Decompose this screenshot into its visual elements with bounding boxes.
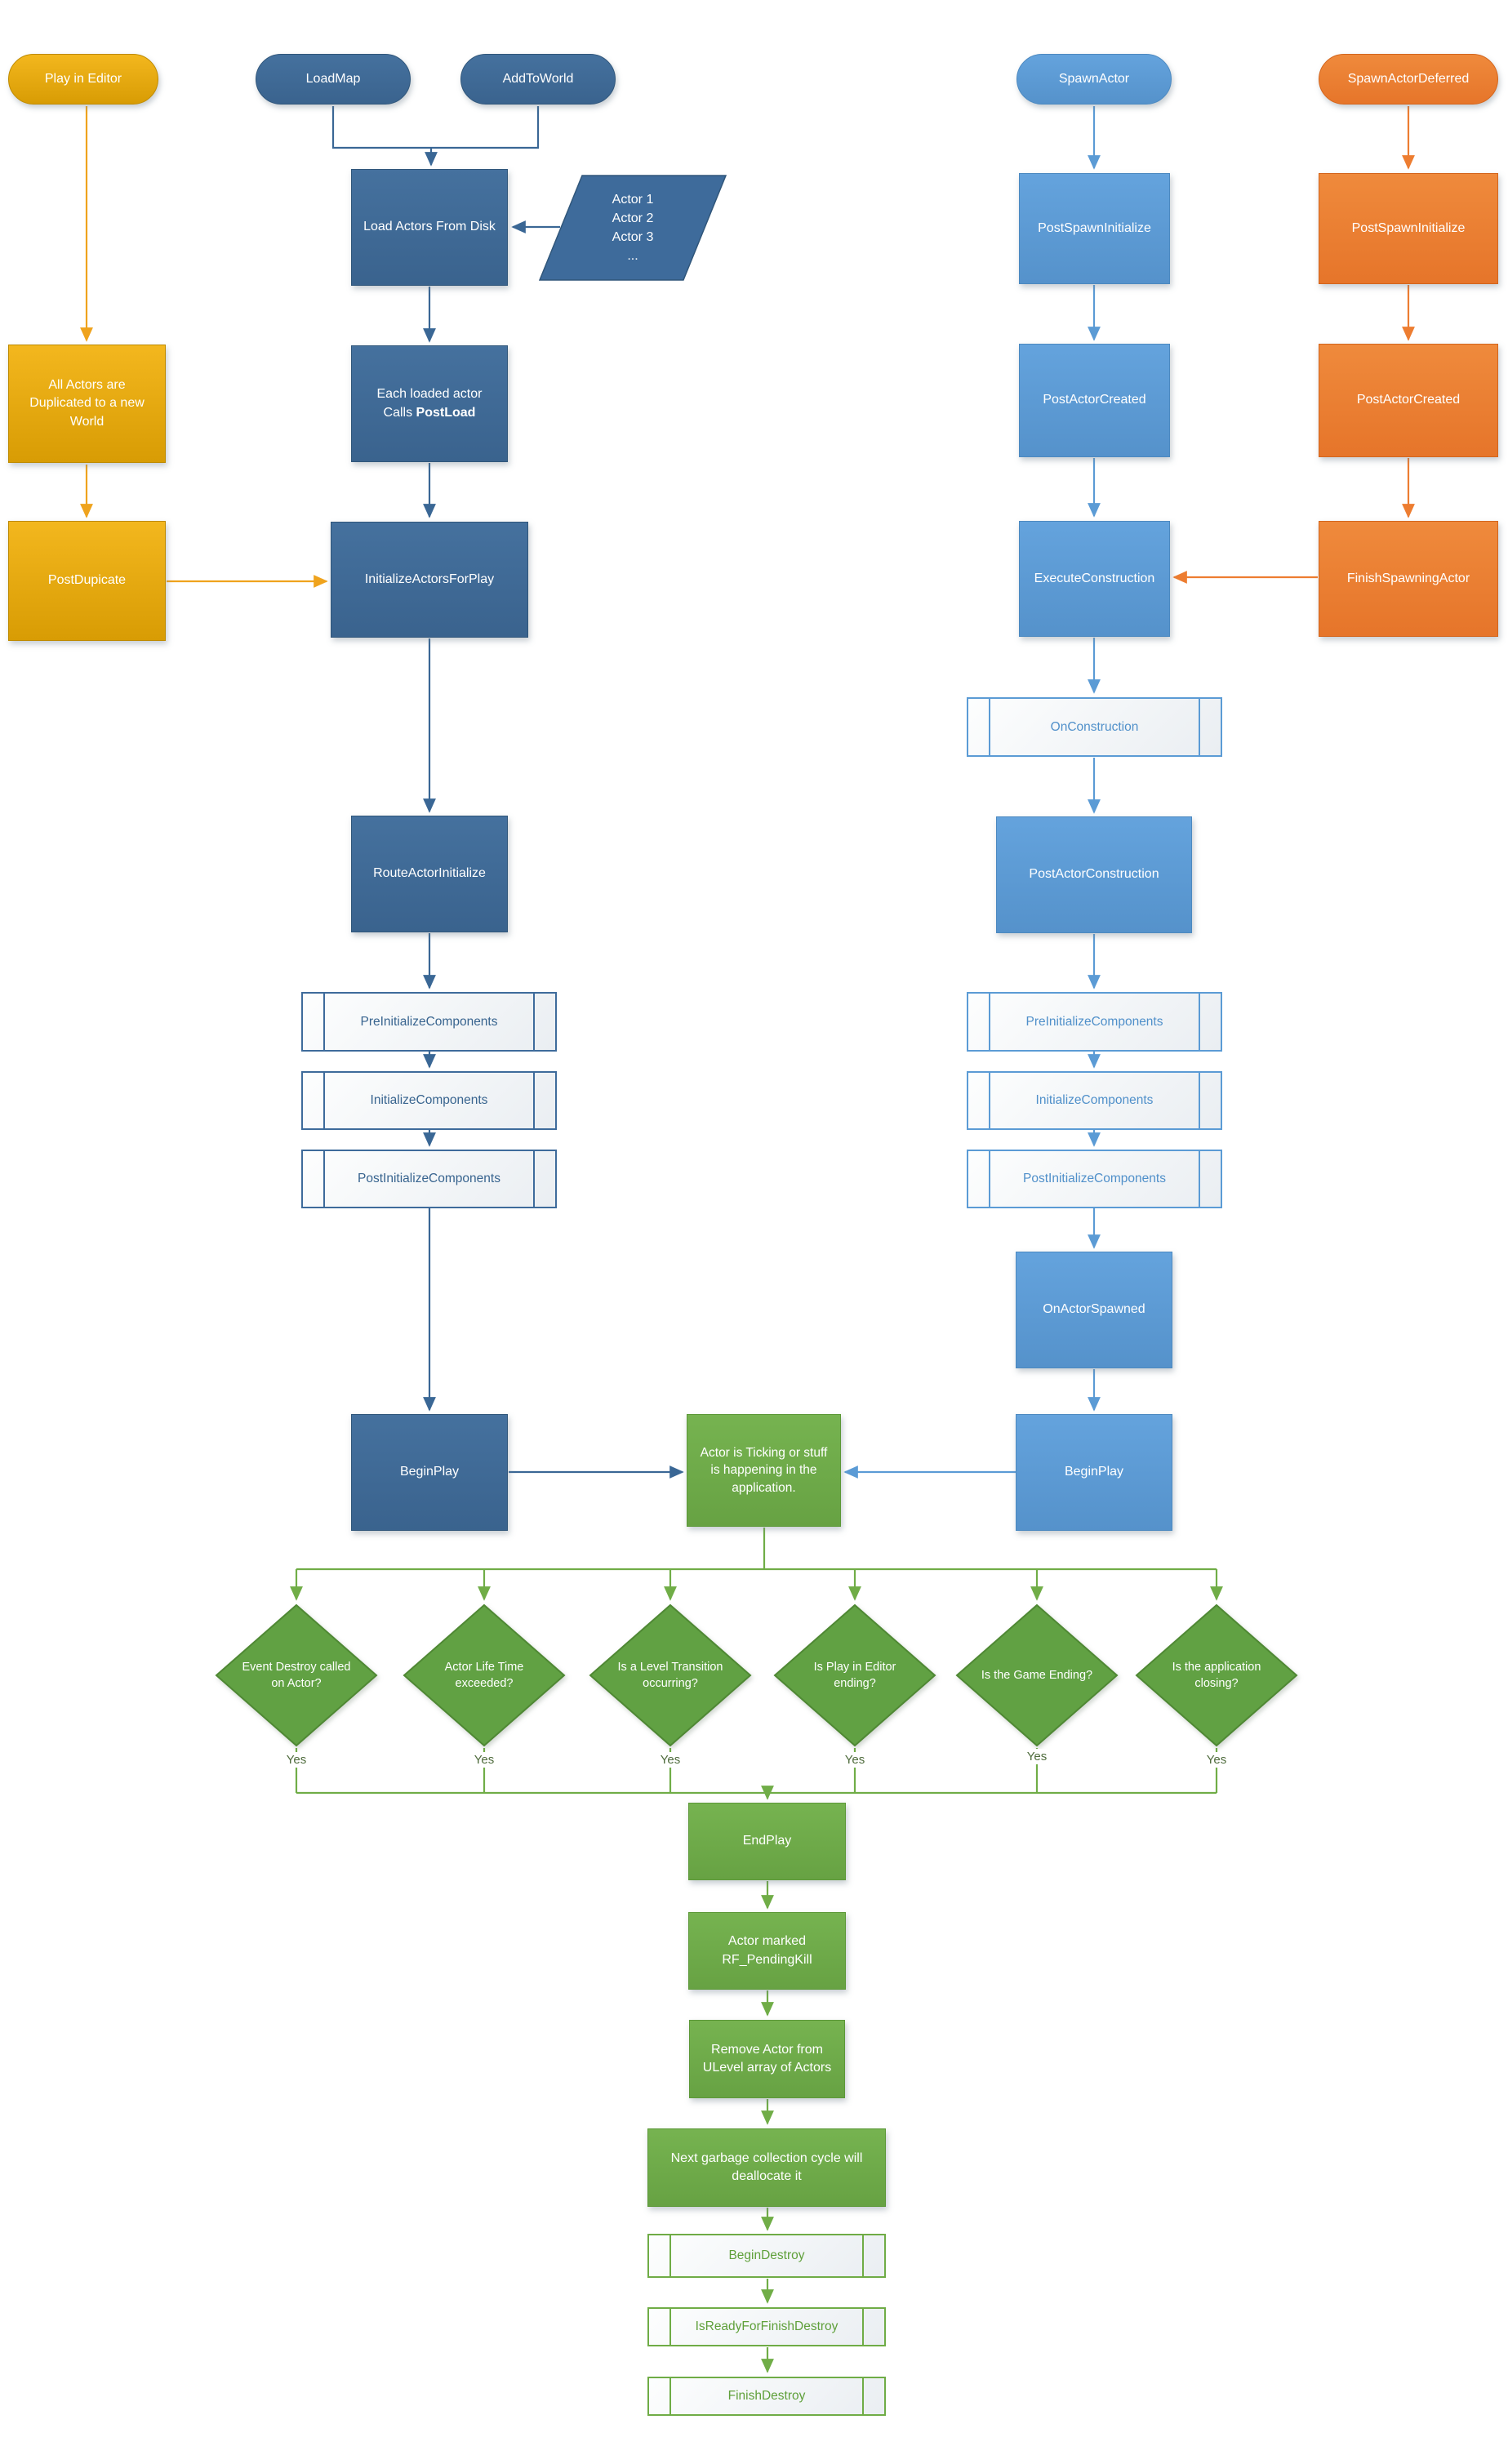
decision-label: Actor Life Time exceeded? xyxy=(444,1660,524,1690)
each-loaded-actor-label: Each loaded actor Calls PostLoad xyxy=(377,385,483,421)
subroutine-pre-initialize-components-right: PreInitializeComponents xyxy=(967,992,1222,1052)
node-begin-play-left: BeginPlay xyxy=(351,1414,508,1531)
branch-label-yes: Yes xyxy=(1014,1749,1060,1764)
node-post-actor-construction: PostActorConstruction xyxy=(996,816,1192,933)
node-post-spawn-initialize-blue: PostSpawnInitialize xyxy=(1019,173,1170,284)
decision-diamond-shape xyxy=(773,1603,936,1747)
subroutine-is-ready-for-finish-destroy: IsReadyForFinishDestroy xyxy=(647,2307,886,2346)
node-post-actor-created-blue: PostActorCreated xyxy=(1019,344,1170,457)
node-end-play: EndPlay xyxy=(688,1803,846,1880)
terminator-loadmap: LoadMap xyxy=(256,54,411,105)
decision-event-destroy: Event Destroy called on Actor? xyxy=(215,1603,378,1747)
decision-label: Is a Level Transition occurring? xyxy=(617,1660,723,1690)
node-next-garbage-collection: Next garbage collection cycle will deall… xyxy=(647,2128,886,2207)
terminator-spawnactor: SpawnActor xyxy=(1016,54,1172,105)
node-post-actor-created-orange: PostActorCreated xyxy=(1319,344,1498,457)
subroutine-initialize-components-right: InitializeComponents xyxy=(967,1071,1222,1130)
node-begin-play-right: BeginPlay xyxy=(1016,1414,1172,1531)
node-on-actor-spawned: OnActorSpawned xyxy=(1016,1252,1172,1368)
decision-diamond-shape xyxy=(1135,1603,1298,1747)
subroutine-post-initialize-components-left: PostInitializeComponents xyxy=(301,1150,557,1208)
branch-label-yes: Yes xyxy=(1194,1752,1239,1768)
node-load-actors-from-disk: Load Actors From Disk xyxy=(351,169,508,286)
node-actor-marked-pendingkill: Actor marked RF_PendingKill xyxy=(688,1912,846,1990)
branch-label-yes: Yes xyxy=(832,1752,878,1768)
subroutine-pre-initialize-components-left: PreInitializeComponents xyxy=(301,992,557,1052)
node-execute-construction: ExecuteConstruction xyxy=(1019,521,1170,637)
decision-level-transition: Is a Level Transition occurring? xyxy=(589,1603,752,1747)
subroutine-initialize-components-left: InitializeComponents xyxy=(301,1071,557,1130)
decision-diamond-shape xyxy=(955,1603,1119,1747)
node-initialize-actors-for-play: InitializeActorsForPlay xyxy=(331,522,528,638)
node-post-spawn-initialize-orange: PostSpawnInitialize xyxy=(1319,173,1498,284)
node-actor-list: Actor 1 Actor 2 Actor 3 ... xyxy=(538,175,727,281)
actor-list-label: Actor 1 Actor 2 Actor 3 ... xyxy=(612,192,654,264)
node-all-actors-duplicated: All Actors are Duplicated to a new World xyxy=(8,345,166,463)
decision-label: Is the application closing? xyxy=(1172,1660,1261,1690)
node-post-dupicate: PostDupicate xyxy=(8,521,166,641)
subroutine-post-initialize-components-right: PostInitializeComponents xyxy=(967,1150,1222,1208)
decision-diamond-shape xyxy=(403,1603,566,1747)
decision-application-closing: Is the application closing? xyxy=(1135,1603,1298,1747)
node-each-loaded-actor: Each loaded actor Calls PostLoad xyxy=(351,345,508,462)
subroutine-finish-destroy: FinishDestroy xyxy=(647,2377,886,2416)
node-route-actor-initialize: RouteActorInitialize xyxy=(351,816,508,932)
node-remove-actor-from-ulevel: Remove Actor from ULevel array of Actors xyxy=(689,2020,845,2098)
decision-label: Is Play in Editor ending? xyxy=(813,1660,896,1690)
each-loaded-actor-line1: Each loaded actor xyxy=(376,387,483,402)
each-loaded-actor-line2-bold: PostLoad xyxy=(416,405,476,420)
each-loaded-actor-line2-prefix: Calls xyxy=(383,405,416,420)
branch-label-yes: Yes xyxy=(274,1752,319,1768)
decision-label: Event Destroy called on Actor? xyxy=(242,1660,351,1690)
decision-game-ending: Is the Game Ending? xyxy=(955,1603,1119,1747)
decision-actor-lifetime: Actor Life Time exceeded? xyxy=(403,1603,566,1747)
decision-pie-ending: Is Play in Editor ending? xyxy=(773,1603,936,1747)
node-actor-is-ticking: Actor is Ticking or stuff is happening i… xyxy=(687,1414,841,1527)
decision-diamond-shape xyxy=(215,1603,378,1747)
terminator-play-in-editor: Play in Editor xyxy=(8,54,158,105)
decision-label: Is the Game Ending? xyxy=(981,1668,1093,1682)
terminator-spawnactordeferred: SpawnActorDeferred xyxy=(1319,54,1498,105)
branch-label-yes: Yes xyxy=(647,1752,693,1768)
branch-label-yes: Yes xyxy=(461,1752,507,1768)
terminator-addtoworld: AddToWorld xyxy=(460,54,616,105)
node-finish-spawning-actor: FinishSpawningActor xyxy=(1319,521,1498,637)
parallelogram-shape xyxy=(538,175,727,281)
decision-diamond-shape xyxy=(589,1603,752,1747)
subroutine-on-construction: OnConstruction xyxy=(967,697,1222,757)
subroutine-begin-destroy: BeginDestroy xyxy=(647,2234,886,2278)
